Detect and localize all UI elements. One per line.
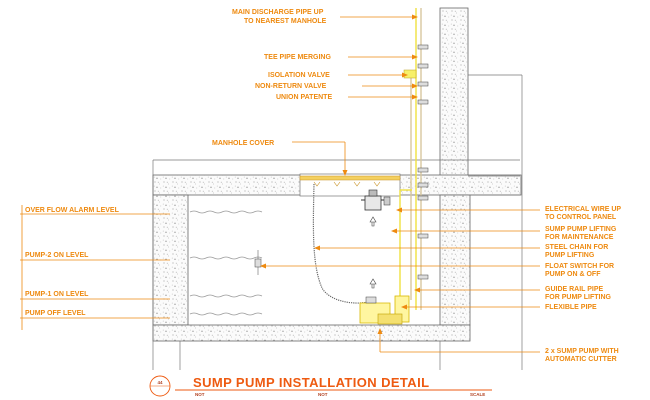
sump-structure <box>152 7 523 370</box>
label-union-patente: UNION PATENTE <box>276 94 332 101</box>
label-main-discharge-2: TO NEAREST MANHOLE <box>244 18 327 25</box>
label-isolation-valve: ISOLATION VALVE <box>268 72 330 79</box>
label-steel-chain-2: PUMP LIFTING <box>545 252 595 259</box>
label-pump1-on: PUMP-1 ON LEVEL <box>25 291 89 298</box>
label-non-return-valve: NON-RETURN VALVE <box>255 83 327 90</box>
label-guide-rail-1: GUIDE RAIL PIPE <box>545 286 604 293</box>
label-pump2-on: PUMP-2 ON LEVEL <box>25 252 89 259</box>
label-overflow-alarm: OVER FLOW ALARM LEVEL <box>25 207 120 214</box>
pump-lifted <box>361 189 391 289</box>
steel-chain <box>312 183 369 304</box>
label-tee-pipe: TEE PIPE MERGING <box>264 54 331 61</box>
top-leaders <box>292 14 418 176</box>
label-electrical-wire-1: ELECTRICAL WIRE UP <box>545 206 621 213</box>
title-sub-left: NOT <box>195 392 205 397</box>
drawing-title: SUMP PUMP INSTALLATION DETAIL <box>193 375 429 390</box>
label-sump-pumps-1: 2 x SUMP PUMP WITH <box>545 348 619 355</box>
label-steel-chain-1: STEEL CHAIN FOR <box>545 244 608 251</box>
label-flexible-pipe: FLEXIBLE PIPE <box>545 304 597 311</box>
discharge-pipe <box>399 8 429 310</box>
label-sump-lifting-2: FOR MAINTENANCE <box>545 234 614 241</box>
label-sump-pumps-2: AUTOMATIC CUTTER <box>545 356 617 363</box>
title-sub-mid: NOT <box>318 392 328 397</box>
bottom-slab <box>152 324 471 342</box>
water-levels <box>189 210 263 316</box>
label-float-switch-1: FLOAT SWITCH FOR <box>545 263 614 270</box>
level-leaders <box>20 205 170 330</box>
right-leaders <box>260 207 540 353</box>
label-sump-lifting-1: SUMP PUMP LIFTING <box>545 226 617 233</box>
manhole-cover <box>299 175 401 187</box>
detail-number: 44 <box>157 380 163 385</box>
label-guide-rail-2: FOR PUMP LIFTING <box>545 294 612 301</box>
right-wall <box>439 194 471 326</box>
label-float-switch-2: PUMP ON & OFF <box>545 271 601 278</box>
title-sub-right: SCALE <box>470 392 485 397</box>
shaft-wall <box>439 7 469 177</box>
title-block: 44 SUMP PUMP INSTALLATION DETAIL NOT NOT… <box>149 375 492 397</box>
label-electrical-wire-2: TO CONTROL PANEL <box>545 214 617 221</box>
label-pump-off: PUMP OFF LEVEL <box>25 310 86 317</box>
float-switch <box>254 250 262 275</box>
sump-pumps <box>359 295 410 325</box>
label-manhole-cover: MANHOLE COVER <box>212 140 274 147</box>
label-main-discharge-1: MAIN DISCHARGE PIPE UP <box>232 9 324 16</box>
